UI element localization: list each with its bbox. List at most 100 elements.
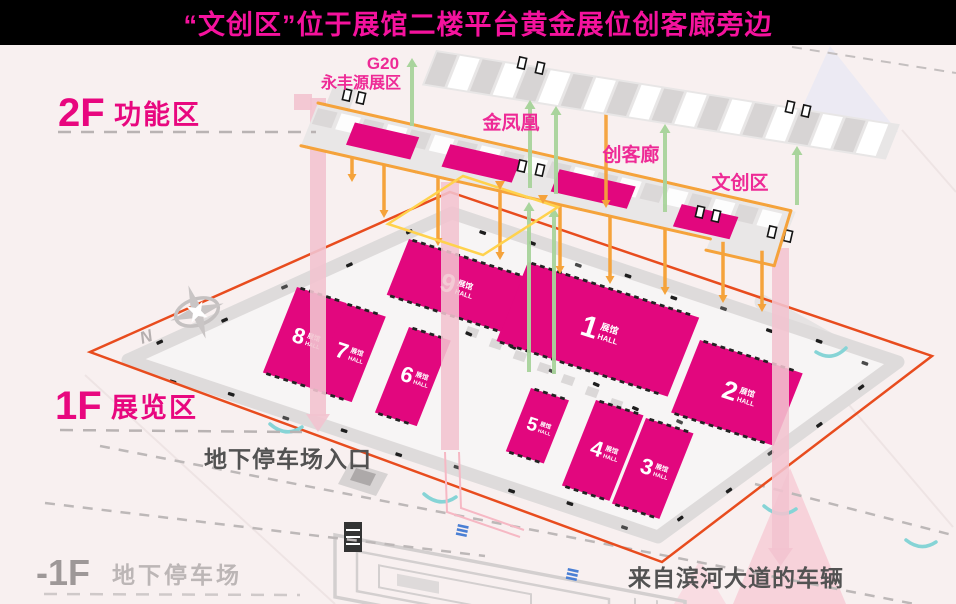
car <box>227 391 235 397</box>
walkway-tile <box>583 77 616 113</box>
label-1f-name: 展览区 <box>111 392 198 423</box>
walkway-tile <box>424 52 457 87</box>
deck-orange-edge <box>299 144 712 241</box>
kiosk-block <box>560 374 576 387</box>
label-1f-number: 1F <box>55 384 102 428</box>
exhibition-halls: 1展馆HALL2展馆HALL3展馆HALL4展馆HALL5展馆HALL6展馆HA… <box>262 238 803 519</box>
walkway-tile <box>742 103 775 138</box>
orange-down-arrowhead <box>605 276 615 284</box>
label-binhe-vehicles: 来自滨河大道的车辆 <box>628 565 844 591</box>
kiosk-block <box>536 362 552 375</box>
label-cultural-creative-zone: 文创区 <box>711 171 768 194</box>
walkway-tile <box>855 121 889 156</box>
green-arrowhead <box>791 146 803 155</box>
pink-column-right-arrowhead <box>768 548 793 566</box>
pink-route-columns <box>294 94 793 566</box>
walkway-tile <box>492 63 526 98</box>
walkway-tile <box>515 66 548 102</box>
faint-diagonal-line-topright <box>901 129 956 193</box>
green-arrows-deck-to-walkway <box>406 58 803 212</box>
underground-parking-structure <box>333 462 687 604</box>
header-title: “文创区”位于展馆二楼平台黄金展位创客廊旁边 <box>183 10 773 40</box>
corridor-kiosks <box>464 326 624 411</box>
dashed-walkway-continuation <box>791 46 956 74</box>
escalator-icon <box>534 60 546 76</box>
label-g20: G20 <box>367 54 399 73</box>
compass-star-inner <box>186 301 208 323</box>
dashed-road-lower-left <box>44 501 486 558</box>
car <box>670 295 678 301</box>
walkway-tile <box>606 81 639 116</box>
car <box>765 328 773 334</box>
green-arrowhead <box>406 58 418 67</box>
cyan-turn-arrow <box>422 492 458 504</box>
rooftop-walkway <box>421 50 900 160</box>
car <box>340 428 348 434</box>
orange-down-arrowhead <box>718 295 728 303</box>
deck-tile <box>733 204 759 225</box>
escalator-icon <box>355 90 367 106</box>
escalator-icon <box>694 204 706 220</box>
pink-triangle-decoration-small <box>674 560 726 604</box>
walkway-tile <box>674 92 707 127</box>
label-b1-name: 地下停车场 <box>112 562 242 588</box>
green-arrowhead <box>548 208 560 217</box>
walkway-tile <box>628 84 662 120</box>
walkway-tile <box>787 110 821 146</box>
walkway-tile <box>538 70 571 106</box>
cyan-turn-arrow <box>814 346 848 358</box>
car <box>479 230 487 236</box>
svg-text:HALL: HALL <box>602 454 619 465</box>
car <box>395 452 403 458</box>
label-g20-zone: 永丰源展区 <box>320 73 401 92</box>
cyan-turn-arrow <box>268 422 304 434</box>
faint-diagonal-line-left <box>84 374 336 604</box>
orange-flow-arrowhead <box>495 181 505 190</box>
car <box>566 501 574 507</box>
car <box>281 284 288 290</box>
label-parking-entrance: 地下停车场入口 <box>204 446 372 472</box>
deck-tile <box>662 188 689 209</box>
deck-tile <box>428 134 455 155</box>
escalator-icon <box>516 158 528 174</box>
parking-aisle-outline-outer <box>333 532 687 604</box>
car <box>725 487 733 494</box>
deck-tile <box>756 209 783 230</box>
escalator-icon <box>710 208 722 224</box>
car <box>816 421 823 428</box>
orange-down-arrowhead <box>555 266 565 274</box>
walkway-tile <box>651 88 684 124</box>
orange-down-arrowhead <box>757 304 767 312</box>
label-golden-phoenix: 金凤凰 <box>481 111 539 134</box>
walkway-tile <box>470 59 503 95</box>
car <box>345 262 353 268</box>
ramp-stairs-icon <box>344 522 362 552</box>
deck-booth <box>441 144 521 183</box>
orange-down-arrowhead <box>347 174 357 182</box>
walkway-tile <box>810 114 843 149</box>
green-arrowhead <box>523 202 535 211</box>
svg-text:展馆: 展馆 <box>456 277 474 291</box>
pink-triangle-decoration-large <box>733 468 846 604</box>
car <box>621 525 628 531</box>
walkway-tile <box>697 95 730 131</box>
svg-text:HALL: HALL <box>537 428 551 438</box>
green-arrowhead <box>659 124 671 133</box>
car <box>465 331 473 337</box>
car <box>574 262 582 268</box>
car <box>676 515 684 522</box>
walkway-tile <box>765 106 798 142</box>
car <box>861 360 869 366</box>
svg-text:展馆: 展馆 <box>738 385 756 399</box>
orange-down-arrowhead <box>495 252 505 260</box>
pink-column-center <box>441 182 459 450</box>
faint-diagonal-line-right <box>837 391 954 528</box>
car <box>631 405 639 412</box>
parking-blue-rows-icon <box>455 524 579 582</box>
